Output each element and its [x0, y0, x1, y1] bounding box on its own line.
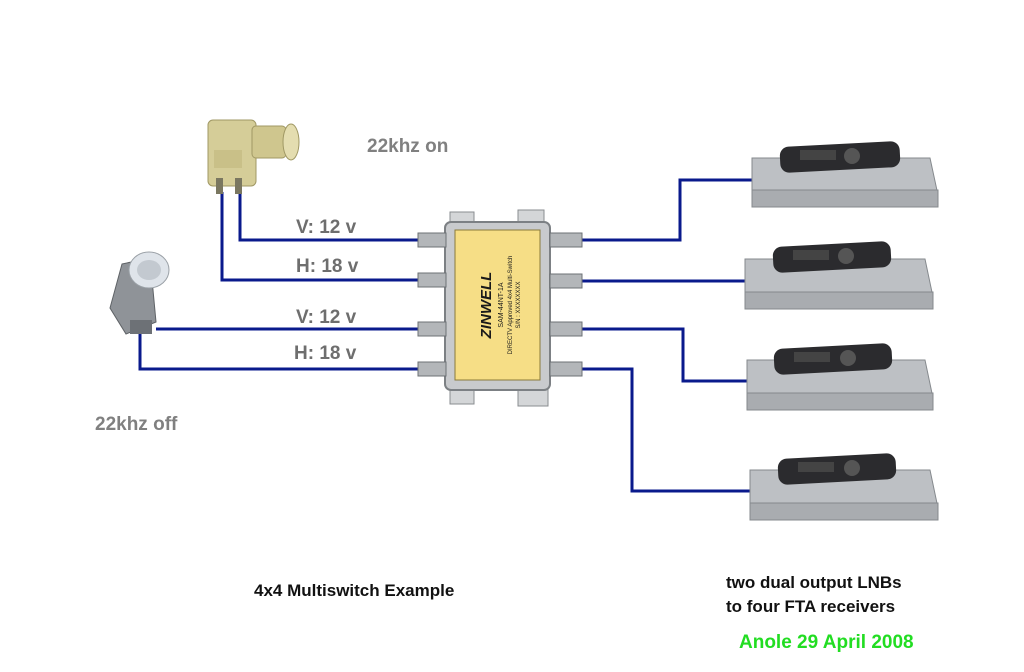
- lnb-bottom-image: [109, 251, 170, 335]
- receiver-1-image: [751, 141, 939, 208]
- receiver-4-image: [749, 453, 939, 521]
- summary-line-2: to four FTA receivers: [726, 597, 896, 616]
- switch-model: SAM-44NT-1A: [498, 282, 505, 327]
- cable-lnb1-v: [238, 192, 420, 242]
- signal-label-4: H: 18 v: [294, 343, 357, 364]
- cable-out-4: [581, 367, 750, 493]
- signal-label-2: H: 18 v: [296, 256, 359, 277]
- cable-lnb1-h: [220, 192, 420, 282]
- lnb-top-label: 22khz on: [367, 136, 449, 157]
- cable-out-3: [581, 327, 747, 383]
- switch-brand: ZINWELL: [478, 272, 495, 340]
- diagram-title: 4x4 Multiswitch Example: [254, 581, 455, 600]
- summary-line-1: two dual output LNBs: [726, 573, 902, 592]
- cable-lnb2-h: [138, 334, 420, 371]
- cable-out-1: [581, 178, 752, 242]
- signal-label-3: V: 12 v: [296, 307, 357, 328]
- lnb-bottom-label: 22khz off: [95, 414, 178, 435]
- lnb-top-image: [207, 119, 300, 194]
- receiver-2-image: [744, 241, 934, 310]
- cables: [138, 178, 752, 493]
- credit-label: Anole 29 April 2008: [739, 632, 914, 653]
- multiswitch-image: ZINWELL SAM-44NT-1A DIRECTV Approved 4x4…: [417, 209, 583, 407]
- switch-desc: DIRECTV Approved 4x4 Multi-Switch: [508, 256, 514, 355]
- signal-label-1: V: 12 v: [296, 217, 357, 238]
- switch-serial: S/N : XXXXXXXX: [516, 281, 522, 328]
- receiver-3-image: [746, 343, 934, 411]
